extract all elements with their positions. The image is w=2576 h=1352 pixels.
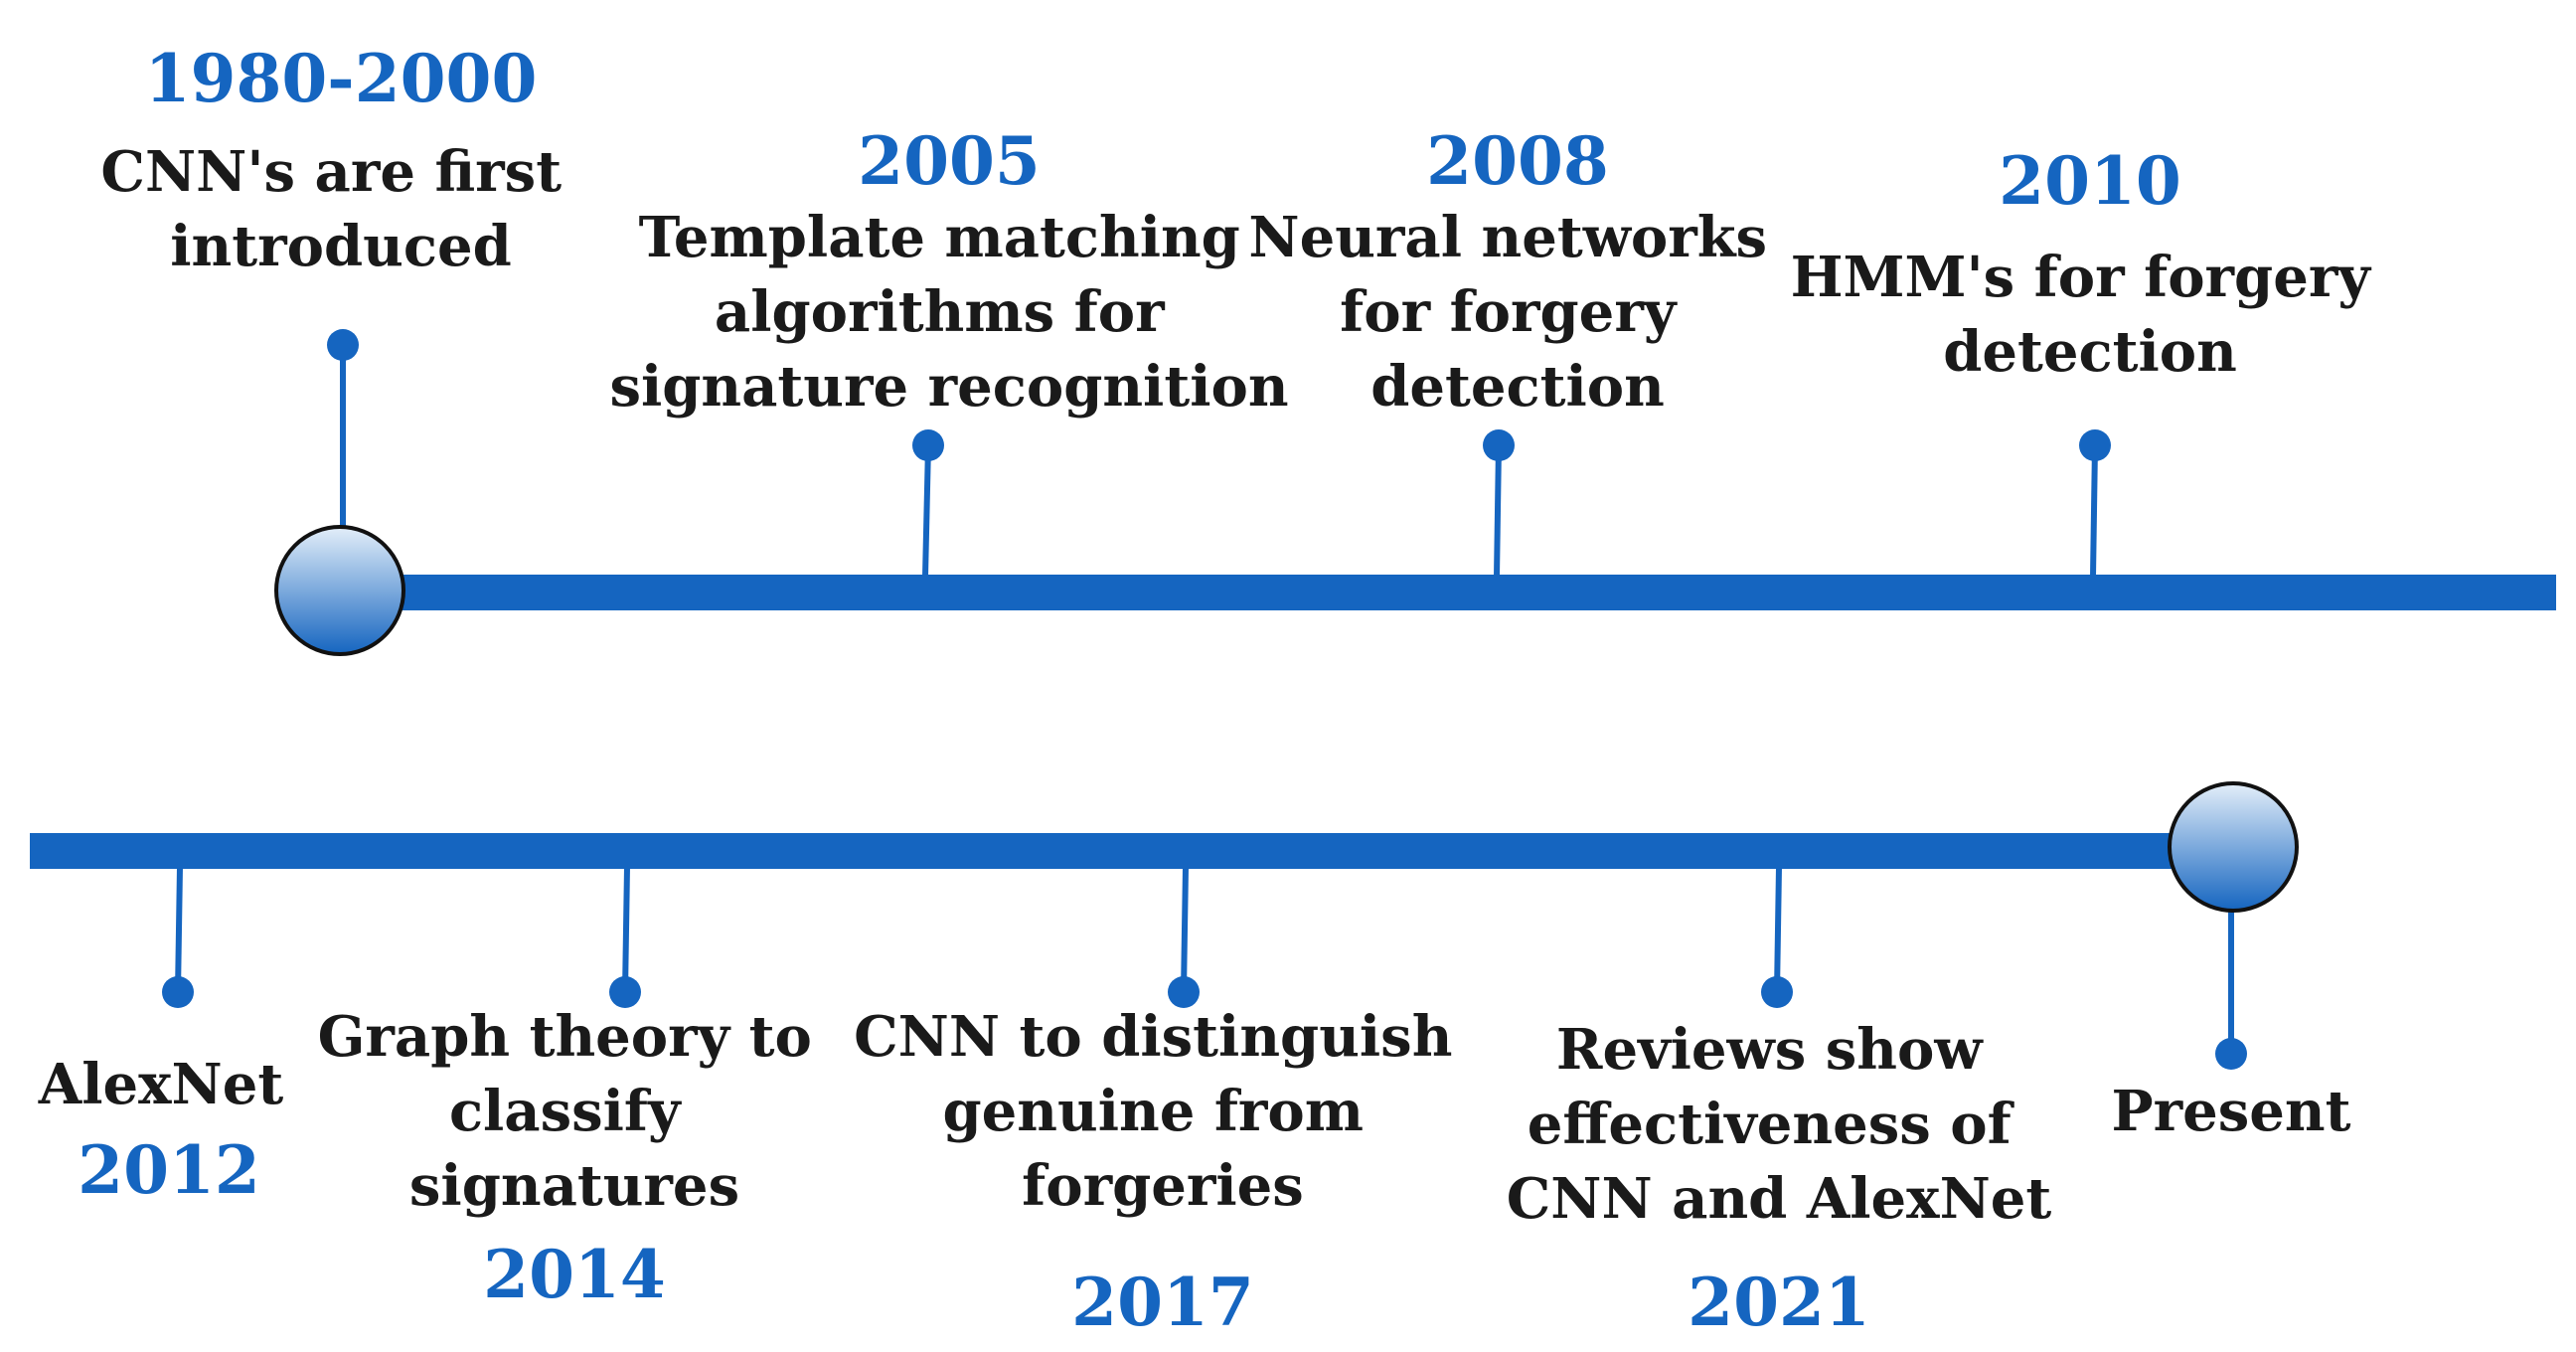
- bottom-event-present: Present: [2112, 895, 2351, 1144]
- event-stem: [1494, 444, 1502, 578]
- bottom-event-2014: Graph theory to classify signatures 2014: [318, 866, 832, 1313]
- event-year: 1980-2000: [145, 40, 538, 117]
- event-stem: [1181, 866, 1189, 993]
- event-description: Reviews show effectiveness of CNN and Al…: [1507, 1017, 2052, 1232]
- event-stem: [1774, 866, 1782, 993]
- event-year: 2012: [78, 1131, 260, 1209]
- top-timeline-bar: [338, 575, 2556, 610]
- event-stem: [175, 866, 183, 993]
- event-description: Neural networks for forgery detection: [1248, 205, 1786, 420]
- event-description: CNN's are first introduced: [100, 139, 580, 279]
- event-stem: [622, 866, 630, 993]
- event-dot: [327, 329, 359, 361]
- event-dot: [1483, 429, 1515, 461]
- top-event-1980-2000: 1980-2000 CNN's are first introduced: [100, 40, 580, 527]
- event-year: 2021: [1688, 1264, 1870, 1341]
- event-dot: [162, 976, 194, 1008]
- event-stem: [922, 444, 931, 578]
- event-description: Graph theory to classify signatures: [318, 1004, 832, 1219]
- event-description: Template matching algorithms for signatu…: [609, 205, 1288, 420]
- event-description: Present: [2112, 1079, 2351, 1144]
- event-dot: [2215, 1038, 2247, 1070]
- bottom-event-2021: Reviews show effectiveness of CNN and Al…: [1507, 866, 2052, 1341]
- bottom-event-2012: AlexNet 2012: [38, 866, 284, 1209]
- event-dot: [1761, 976, 1793, 1008]
- event-dot: [912, 429, 944, 461]
- event-year: 2017: [1071, 1264, 1254, 1341]
- end-node: [2168, 781, 2299, 913]
- bottom-timeline-bar: [30, 833, 2216, 869]
- top-event-2010: 2010 HMM's for forgery detection: [1791, 142, 2390, 578]
- event-year: 2010: [1999, 142, 2181, 220]
- top-event-2008: 2008 Neural networks for forgery detecti…: [1248, 122, 1786, 578]
- event-year: 2014: [483, 1236, 666, 1313]
- event-year: 2005: [858, 122, 1041, 200]
- event-description: HMM's for forgery detection: [1791, 245, 2390, 385]
- start-node: [274, 525, 405, 656]
- top-event-2005: 2005 Template matching algorithms for si…: [609, 122, 1289, 578]
- event-dot: [609, 976, 641, 1008]
- event-dot: [2079, 429, 2111, 461]
- event-dot: [1168, 976, 1200, 1008]
- bottom-event-2017: CNN to distinguish genuine from forgerie…: [854, 866, 1472, 1341]
- event-description: CNN to distinguish genuine from forgerie…: [854, 1004, 1472, 1219]
- event-stem: [2090, 444, 2098, 578]
- event-year: 2008: [1426, 122, 1609, 200]
- event-description: AlexNet: [38, 1052, 284, 1117]
